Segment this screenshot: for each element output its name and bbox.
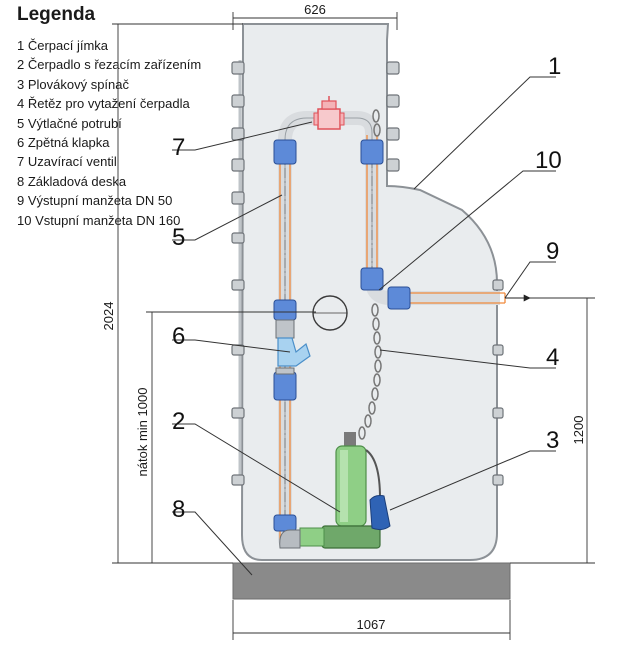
legend-item: 9 Výstupní manžeta DN 50	[17, 193, 173, 209]
callout-8: 8	[172, 496, 185, 523]
legend-item: 6 Zpětná klapka	[17, 135, 110, 151]
callout-2: 2	[172, 408, 185, 435]
callout-5: 5	[172, 224, 185, 251]
pipe-couplings	[273, 139, 411, 532]
legend-title: Legenda	[17, 4, 96, 25]
gate-valve	[313, 96, 345, 130]
legend-list: 1 Čerpací jímka 2 Čerpadlo s řezacím zař…	[17, 36, 201, 230]
callout-9: 9	[546, 238, 559, 265]
tank-ribs-left	[231, 61, 245, 486]
submersible-pump	[279, 432, 381, 549]
lifting-chain	[358, 109, 382, 440]
legend-item: 4 Řetěz pro vytažení čerpadla	[17, 96, 190, 112]
callout-10: 10	[535, 147, 562, 174]
coupling-nuts	[275, 319, 295, 375]
legend-item: 2 Čerpadlo s řezacím zařízením	[17, 57, 202, 73]
legend-item: 7 Uzavírací ventil	[17, 154, 117, 170]
bottom-width-label: 1067	[357, 617, 386, 632]
inlet-height-label: nátok min 1000	[135, 388, 150, 477]
callout-7: 7	[172, 134, 185, 161]
legend-item: 3 Plovákový spínač	[17, 76, 130, 92]
callout-leaders	[172, 76, 556, 576]
callout-4: 4	[546, 344, 559, 371]
callout-3: 3	[546, 427, 559, 454]
callout-6: 6	[172, 323, 185, 350]
callout-1: 1	[548, 53, 561, 80]
legend-item: 5 Výtlačné potrubí	[17, 115, 122, 131]
legend-item: 1 Čerpací jímka	[17, 38, 109, 53]
tank-ribs-right	[386, 61, 504, 486]
dimension-lines	[112, 12, 595, 640]
legend: Legenda 1 Čerpací jímka 2 Čerpadlo s řez…	[17, 4, 201, 230]
legend-item: 10 Vstupní manžeta DN 160	[17, 212, 181, 228]
outlet-height-label: 1200	[571, 416, 586, 445]
legend-item: 8 Základová deska	[17, 173, 127, 189]
float-switch	[369, 495, 391, 531]
check-valve	[277, 337, 311, 367]
base-plate	[232, 562, 511, 600]
top-width-label: 626	[304, 2, 326, 17]
total-height-label: 2024	[101, 302, 116, 331]
